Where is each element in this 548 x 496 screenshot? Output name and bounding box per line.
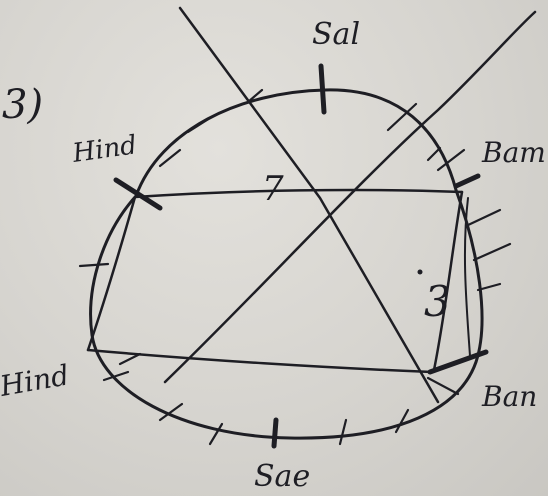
inner-top-edge [135,190,462,197]
crossing-line-ascending [165,12,535,382]
label-upper-left: Hind [70,130,139,169]
ink-dot [418,270,423,275]
bottom-bold-mark [274,420,276,446]
diagonal-mark: 7 [262,169,284,209]
lower-right-bold-mark [430,352,486,372]
problem-number: 3) [2,82,43,128]
label-bottom: Sae [254,459,310,494]
outline-tick-marks [80,90,510,444]
oval-outline [91,90,482,438]
top-bold-mark [321,66,324,112]
label-top: Sal [312,17,360,52]
side-mark: 3 [424,277,451,326]
label-upper-right: Bam [481,136,546,169]
label-lower-left: Hind [0,358,72,403]
crossing-line-descending [180,8,438,402]
upper-right-bold-mark [456,176,478,186]
upper-left-bold-mark [116,180,160,208]
label-lower-right: Ban [481,380,537,413]
